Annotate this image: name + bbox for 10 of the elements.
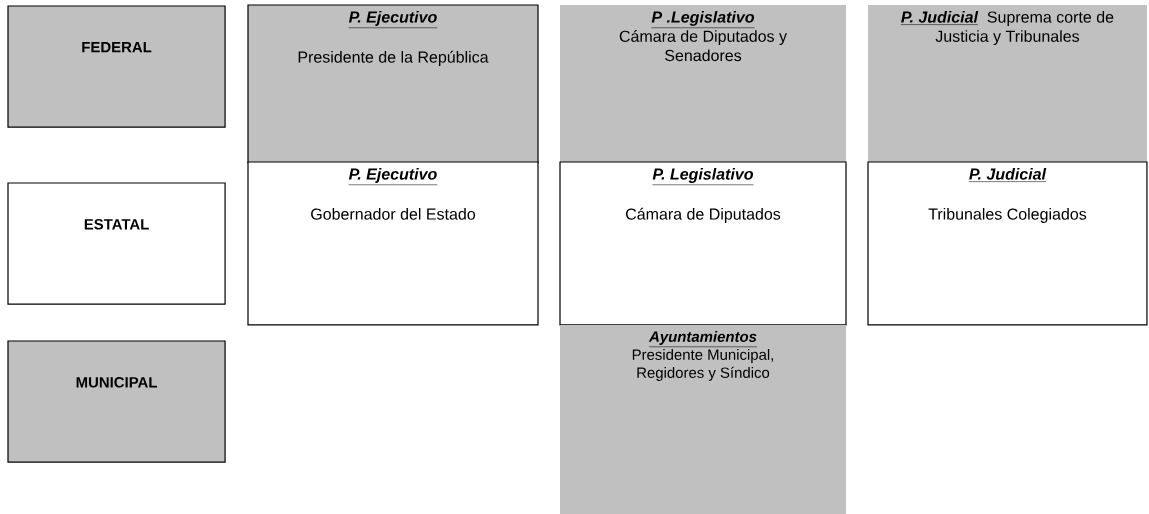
branch-box: P. Ejecutivo Presidente de la República (247, 4, 539, 164)
branch-box: P. Legislativo Cámara de Diputados (559, 161, 847, 326)
branch-box: P. Judicial Suprema corte de Justicia y Tribunales (868, 5, 1147, 163)
branch-box: P. Ejecutivo Gobernador del Estado (247, 161, 539, 326)
branch-box: P. Judicial Tribunales Colegiados (867, 161, 1148, 326)
level-box: MUNICIPAL (7, 340, 226, 463)
level-box: ESTATAL (7, 182, 226, 305)
branch-box: Ayuntamientos Presidente Municipal, Regidores y Síndico (560, 325, 846, 514)
branch-box: P .Legislativo Cámara de Diputados y Senadores (560, 5, 846, 163)
level-box: FEDERAL (7, 5, 226, 128)
